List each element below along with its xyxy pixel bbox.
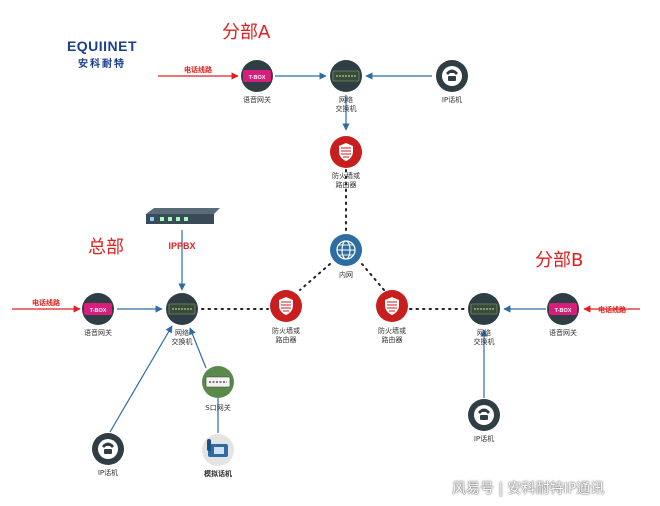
- dotted-intranet-fw-hq: [299, 263, 331, 291]
- s-port-gateway-label: S口网关: [205, 403, 230, 412]
- ip-phone-label: IP话机: [442, 95, 462, 104]
- switch-a: 网络 交换机: [330, 60, 362, 113]
- hq-title: 总部: [88, 237, 124, 258]
- phone-line-label-hq: 电话线路: [32, 298, 61, 307]
- voice-gateway-label: 语音网关: [84, 328, 112, 337]
- firewall-label-line2: 路由器: [276, 335, 297, 344]
- voice-gateway-a: T-BOX 语音网关: [241, 60, 273, 104]
- branch-b-title: 分部B: [535, 250, 584, 271]
- switch-label-line1: 网络: [339, 95, 353, 104]
- firewall-label-line1: 防火墙或: [272, 326, 300, 335]
- ip-phone-b: IP话机: [468, 399, 500, 443]
- analog-phone: 模拟话机: [202, 434, 234, 478]
- switch-label-line2: 交换机: [336, 104, 357, 113]
- watermark: 风易号 | 安科耐特IP通讯: [452, 481, 605, 497]
- ip-phone-label: IP话机: [474, 434, 494, 443]
- link-ipphone-switch-hq: [109, 325, 173, 433]
- intranet-node: 内网: [330, 234, 362, 279]
- link-sgw-switch-hq: [189, 327, 207, 369]
- switch-label-line1: 网络: [477, 328, 491, 337]
- analog-phone-label: 模拟话机: [204, 469, 232, 478]
- voice-gateway-label: 语音网关: [549, 328, 577, 337]
- tbox-label: T-BOX: [249, 75, 266, 81]
- branch-a-title: 分部A: [222, 22, 271, 43]
- firewall-label-line1: 防火墙或: [378, 326, 406, 335]
- voice-gateway-b: T-BOX 语音网关: [547, 293, 579, 337]
- tbox-label: T-BOX: [555, 308, 572, 314]
- dotted-intranet-fw-b: [361, 263, 385, 291]
- phone-line-label-a: 电话线路: [184, 65, 213, 74]
- firewall-hq: 防火墙或 路由器: [270, 290, 302, 344]
- logo-english: EQUIINET: [66, 38, 138, 54]
- ip-phone-hq: IP话机: [92, 433, 124, 477]
- switch-label-line2: 交换机: [172, 337, 193, 346]
- s-port-gateway: S口网关: [202, 366, 234, 412]
- switch-label-line1: 网络: [175, 328, 189, 337]
- firewall-a: 防火墙或 路由器: [330, 136, 362, 189]
- firewall-label-line2: 路由器: [382, 335, 403, 344]
- ip-phone-label: IP话机: [98, 468, 118, 477]
- ippbx-label: IPPBX: [168, 241, 195, 251]
- voice-gateway-hq: T-BOX 语音网关: [82, 293, 114, 337]
- firewall-b: 防火墙或 路由器: [376, 290, 408, 344]
- company-logo: EQUIINET 安科耐特: [62, 38, 142, 70]
- switch-hq: 网络 交换机: [166, 293, 198, 346]
- intranet-label: 内网: [339, 270, 353, 279]
- ippbx-device: IPPBX: [146, 208, 220, 251]
- firewall-label-line1: 防火墙或: [332, 171, 360, 180]
- voice-gateway-label: 语音网关: [243, 95, 271, 104]
- phone-line-label-b: 电话线路: [598, 305, 627, 314]
- firewall-label-line2: 路由器: [336, 180, 357, 189]
- switch-label-line2: 交换机: [474, 337, 495, 346]
- connections: [12, 72, 640, 433]
- logo-chinese: 安科耐特: [78, 59, 126, 70]
- switch-b: 网络 交换机: [468, 293, 500, 346]
- ip-phone-a: IP话机: [436, 60, 468, 104]
- tbox-label: T-BOX: [90, 308, 107, 314]
